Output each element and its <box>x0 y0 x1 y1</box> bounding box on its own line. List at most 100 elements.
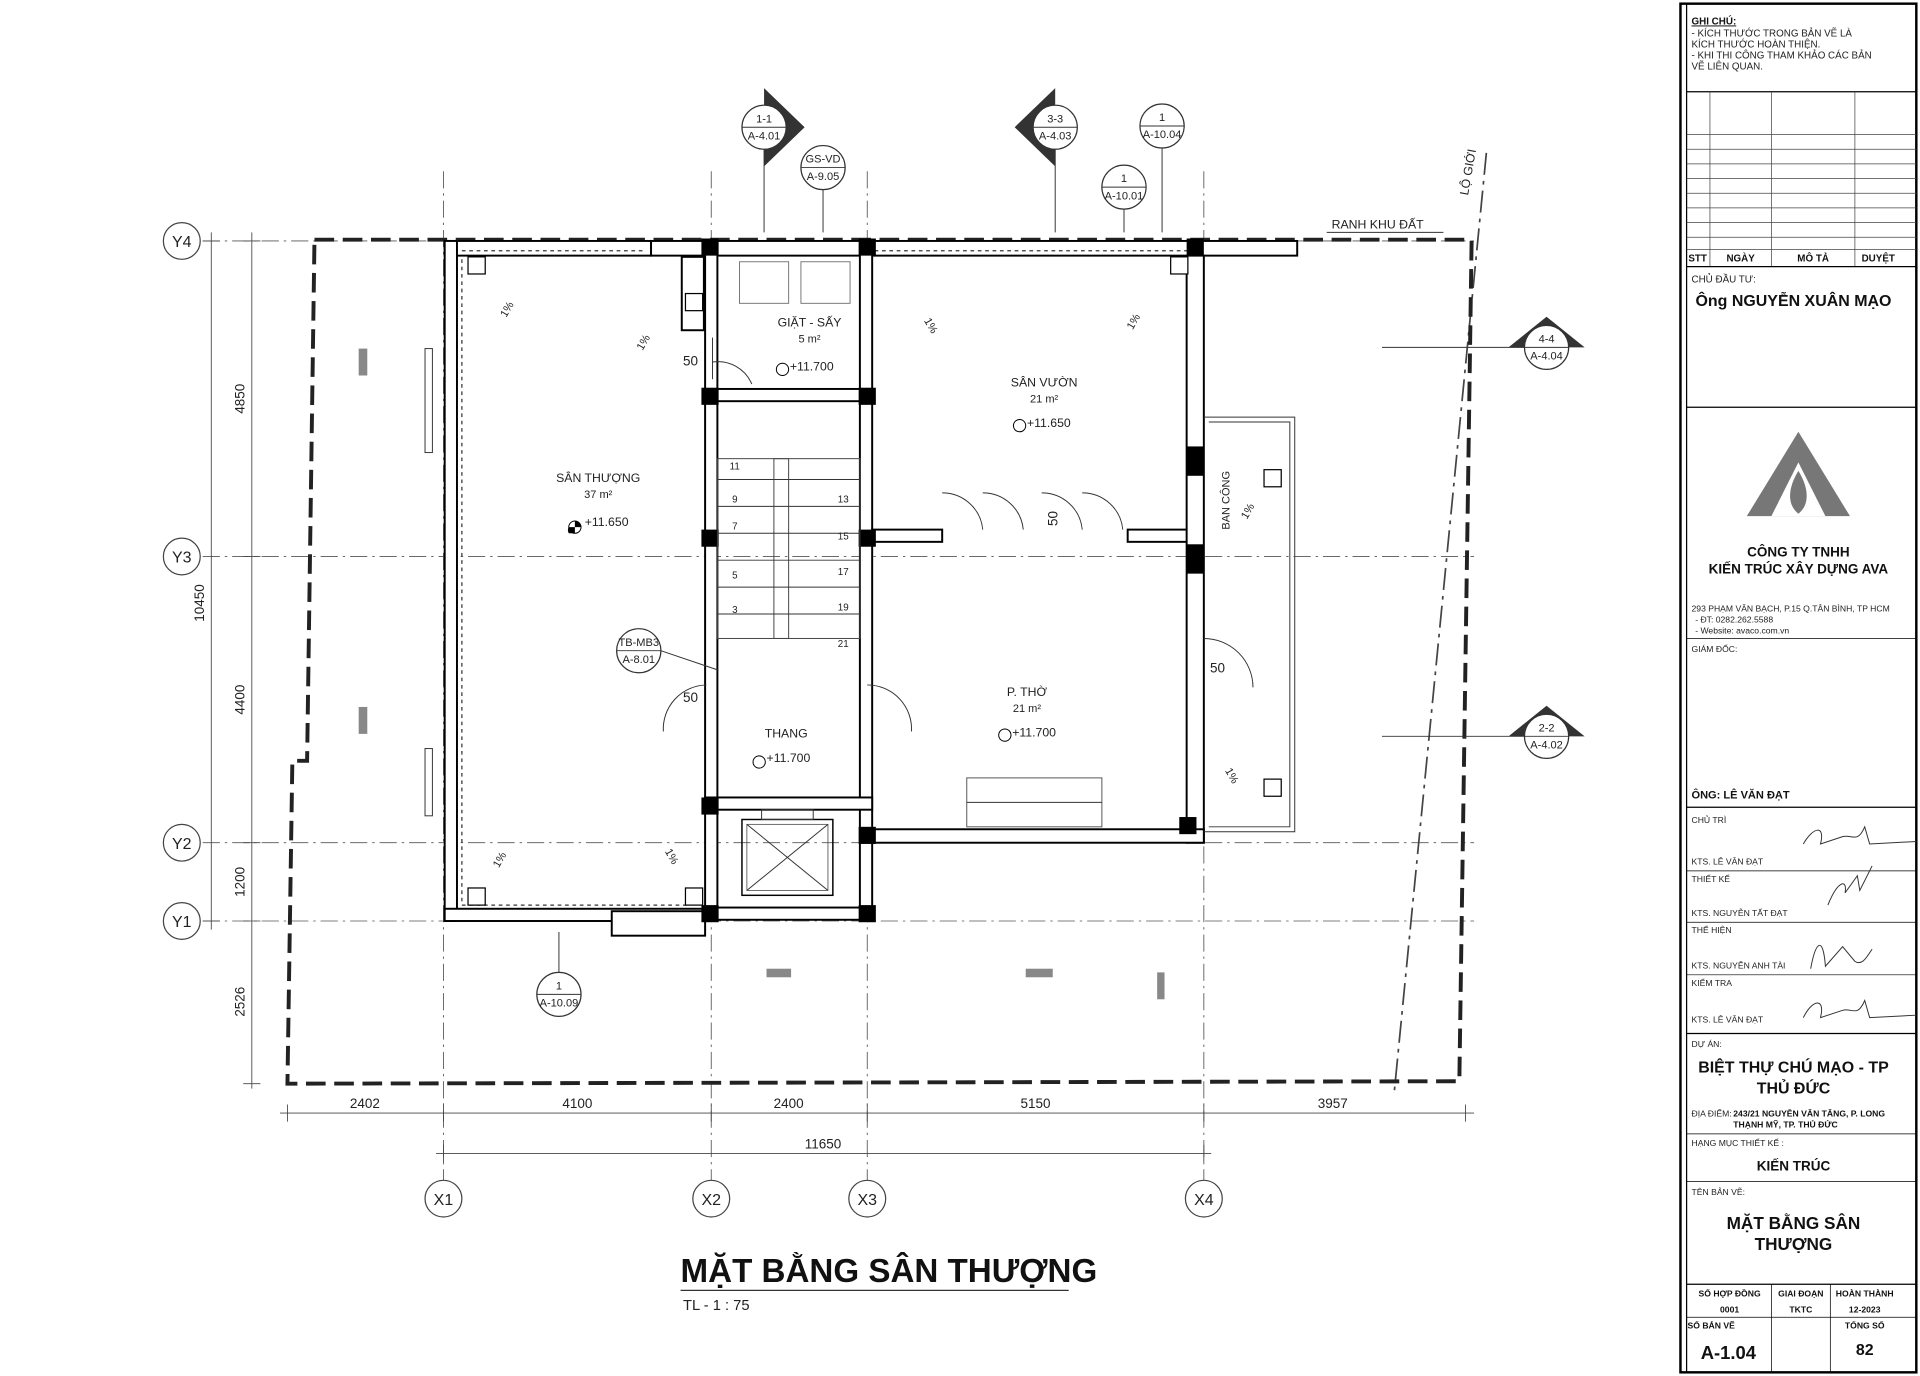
grid-bubble-x4: X4 <box>1184 1179 1223 1218</box>
svg-text:+11.700: +11.700 <box>767 751 811 765</box>
lot-boundary <box>285 237 1474 1086</box>
company-name-2: KIẾN TRÚC XÂY DỰNG AVA <box>1709 562 1889 577</box>
detail-callout-a-10-01: 1 A-10.01 <box>1101 164 1147 233</box>
svg-text:5 m²: 5 m² <box>798 333 820 345</box>
svg-text:GIẶT - SẤY: GIẶT - SẤY <box>778 315 842 330</box>
svg-text:10450: 10450 <box>192 584 207 621</box>
company-name-1: CÔNG TY TNHH <box>1747 545 1849 560</box>
svg-text:TÊN BẢN VẼ:: TÊN BẢN VẼ: <box>1692 1186 1746 1197</box>
svg-text:50: 50 <box>683 354 698 369</box>
svg-text:X3: X3 <box>857 1192 877 1209</box>
svg-text:11: 11 <box>730 462 740 473</box>
svg-text:CHỦ ĐẦU TƯ:: CHỦ ĐẦU TƯ: <box>1692 274 1756 286</box>
svg-text:KTS. LÊ VĂN ĐẠT: KTS. LÊ VĂN ĐẠT <box>1692 857 1764 867</box>
section-callout-2-2: 2-2 A-4.02 <box>1381 705 1585 759</box>
svg-text:2400: 2400 <box>774 1096 804 1111</box>
svg-text:17: 17 <box>838 567 849 578</box>
svg-text:A-4.01: A-4.01 <box>748 130 781 142</box>
svg-text:SÂN VƯỜN: SÂN VƯỜN <box>1011 375 1078 390</box>
svg-text:NGÀY: NGÀY <box>1726 253 1755 265</box>
svg-text:1: 1 <box>1159 112 1165 124</box>
svg-text:15: 15 <box>838 531 849 542</box>
sheet-name-1: MẶT BẰNG SÂN <box>1727 1213 1861 1233</box>
svg-text:GIÁM ĐỐC:: GIÁM ĐỐC: <box>1692 643 1738 654</box>
svg-text:3: 3 <box>732 605 738 616</box>
svg-text:12-2023: 12-2023 <box>1849 1304 1881 1314</box>
svg-text:DUYỆT: DUYỆT <box>1862 253 1895 265</box>
svg-text:13: 13 <box>838 495 849 506</box>
room-p-tho: P. THỜ 21 m² +11.700 <box>998 684 1056 742</box>
svg-text:VẼ LIÊN QUAN.: VẼ LIÊN QUAN. <box>1692 62 1763 73</box>
svg-text:KIỂM TRA: KIỂM TRA <box>1692 977 1733 988</box>
svg-text:5150: 5150 <box>1021 1096 1051 1111</box>
svg-text:GS-VD: GS-VD <box>806 154 841 166</box>
svg-text:11650: 11650 <box>805 1137 842 1152</box>
room-thang: THANG +11.700 <box>752 727 811 769</box>
svg-text:A-8.01: A-8.01 <box>623 654 656 666</box>
svg-text:THANG: THANG <box>765 727 808 741</box>
svg-text:- KHI THI CÔNG THAM KHẢO CÁC B: - KHI THI CÔNG THAM KHẢO CÁC BẢN <box>1692 50 1872 62</box>
svg-text:5: 5 <box>732 571 738 582</box>
svg-text:293 PHẠM VĂN BẠCH, P.15 Q.TÂN: 293 PHẠM VĂN BẠCH, P.15 Q.TÂN BÌNH, TP H… <box>1692 604 1890 614</box>
project-name-2: THỦ ĐỨC <box>1757 1078 1831 1097</box>
svg-text:ĐỊA ĐIỂM:: ĐỊA ĐIỂM: <box>1692 1108 1732 1119</box>
svg-text:Y3: Y3 <box>172 550 192 567</box>
svg-text:1-1: 1-1 <box>756 113 772 125</box>
svg-text:Y4: Y4 <box>172 234 192 251</box>
drawing-scale: TL - 1 : 75 <box>683 1298 750 1314</box>
svg-text:21: 21 <box>838 639 849 650</box>
sheet-name-2: THƯỢNG <box>1755 1234 1833 1254</box>
grid-bubble-y4: Y4 <box>162 221 201 260</box>
svg-text:THIẾT KẾ: THIẾT KẾ <box>1692 874 1731 884</box>
svg-text:7: 7 <box>732 522 737 533</box>
section-callout-3-3: 3-3 A-4.03 <box>1014 88 1078 233</box>
svg-text:2526: 2526 <box>232 987 247 1017</box>
svg-text:HOÀN THÀNH: HOÀN THÀNH <box>1836 1288 1894 1299</box>
svg-text:4850: 4850 <box>232 384 247 414</box>
svg-text:19: 19 <box>838 602 849 613</box>
room-san-vuon: SÂN VƯỜN 21 m² +11.650 <box>1011 375 1078 433</box>
svg-text:+11.700: +11.700 <box>790 360 834 374</box>
notes-title: GHI CHÚ: <box>1692 15 1737 27</box>
svg-text:+11.650: +11.650 <box>1027 416 1071 430</box>
grid-bubble-y1: Y1 <box>162 902 201 940</box>
design-category: KIẾN TRÚC <box>1757 1159 1831 1174</box>
title-block: GHI CHÚ: - KÍCH THƯỚC TRONG BẢN VẼ LÀ KÍ… <box>1679 2 1918 1374</box>
detail-callout-gs-vd: GS-VD A-9.05 <box>800 144 846 233</box>
grid-bubble-x1: X1 <box>424 1179 463 1218</box>
svg-text:X1: X1 <box>434 1192 454 1209</box>
svg-text:1200: 1200 <box>232 867 247 897</box>
svg-text:DỰ ÁN:: DỰ ÁN: <box>1692 1039 1722 1049</box>
svg-text:50: 50 <box>683 690 698 705</box>
svg-text:SÂN THƯỢNG: SÂN THƯỢNG <box>556 470 640 485</box>
svg-text:50: 50 <box>1046 511 1061 526</box>
drawing-title: MẶT BẰNG SÂN THƯỢNG <box>681 1252 1098 1290</box>
detail-callout-a-10-09: 1 A-10.09 <box>536 932 582 1018</box>
svg-text:243/21 NGUYỄN VĂN TĂNG, P. LON: 243/21 NGUYỄN VĂN TĂNG, P. LONG <box>1733 1108 1885 1119</box>
svg-text:0001: 0001 <box>1720 1304 1739 1314</box>
doors: 50 50 50 50 <box>662 337 1254 732</box>
svg-text:2402: 2402 <box>350 1096 380 1111</box>
detail-callout-a-10-04: 1 A-10.04 <box>1139 103 1185 233</box>
svg-text:3-3: 3-3 <box>1047 113 1063 125</box>
svg-text:A-4.03: A-4.03 <box>1039 130 1072 142</box>
project-name-1: BIỆT THỰ CHÚ MẠO - TP <box>1698 1058 1889 1077</box>
svg-text:+11.700: +11.700 <box>1012 725 1056 739</box>
svg-text:- KÍCH THƯỚC TRONG BẢN VẼ LÀ: - KÍCH THƯỚC TRONG BẢN VẼ LÀ <box>1692 28 1853 40</box>
svg-text:KÍCH THƯỚC HOÀN THIỆN.: KÍCH THƯỚC HOÀN THIỆN. <box>1692 40 1821 51</box>
svg-text:KTS. NGUYỄN TẤT ĐẠT: KTS. NGUYỄN TẤT ĐẠT <box>1692 907 1789 918</box>
svg-text:X4: X4 <box>1194 1192 1214 1209</box>
svg-text:Y1: Y1 <box>172 914 192 931</box>
svg-text:SỐ HỢP ĐỒNG: SỐ HỢP ĐỒNG <box>1699 1288 1761 1299</box>
room-giat-say: GIẶT - SẤY 5 m² +11.700 <box>775 315 842 376</box>
svg-text:A-4.02: A-4.02 <box>1530 740 1563 752</box>
svg-text:TB-MB3: TB-MB3 <box>619 637 659 649</box>
grid-bubble-x2: X2 <box>692 1179 731 1218</box>
dimensions-bottom: 2402 4100 2400 5150 3957 11650 <box>280 1096 1475 1162</box>
svg-text:A-4.04: A-4.04 <box>1530 351 1563 363</box>
svg-text:TKTC: TKTC <box>1789 1304 1812 1314</box>
svg-text:1: 1 <box>1121 173 1127 185</box>
svg-text:HẠNG MỤC THIẾT KẾ :: HẠNG MỤC THIẾT KẾ : <box>1692 1138 1784 1148</box>
svg-text:CHỦ TRÌ: CHỦ TRÌ <box>1692 814 1727 825</box>
